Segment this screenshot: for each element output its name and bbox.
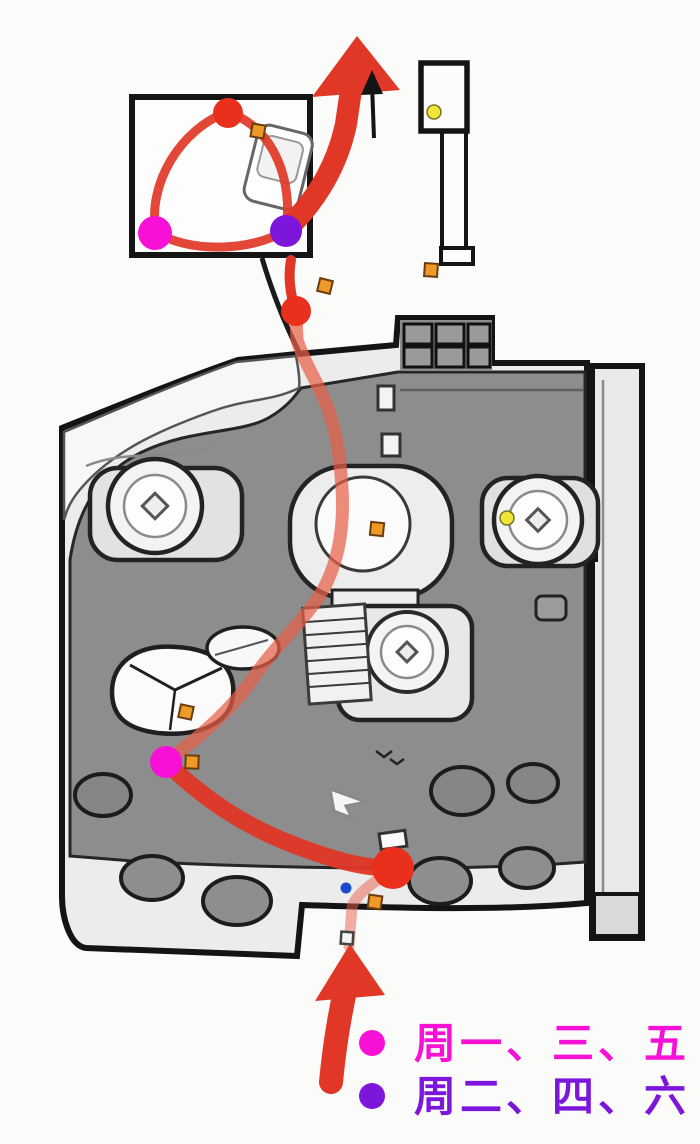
boulders <box>73 762 560 927</box>
black-arrow-head-icon <box>361 70 383 95</box>
seal-diamond-icon <box>140 491 170 521</box>
orange-box-marker-icon <box>315 276 335 296</box>
legend-magenta-dot-icon <box>359 1030 385 1056</box>
orange-box-marker-icon <box>368 520 386 538</box>
brick <box>402 322 434 346</box>
tent-seam <box>168 689 177 731</box>
boulder <box>119 854 185 902</box>
exit-arrow-shaft <box>277 79 362 239</box>
yellow-dot-icon <box>499 510 515 526</box>
boulder <box>498 846 556 890</box>
legend-label-mon-wed-fri: 周一、三、五 <box>414 1019 690 1068</box>
small-table <box>377 828 409 852</box>
paint-arrow-mark <box>328 786 372 821</box>
magenta-day-dot-icon <box>138 216 172 250</box>
cliff-band <box>62 354 301 521</box>
right-corridor-strip <box>578 363 645 941</box>
boulder <box>506 762 560 804</box>
route-faint-path <box>160 309 350 768</box>
legend-item: 周一、三、五 <box>359 1019 690 1068</box>
blue-dot-icon <box>340 882 352 894</box>
strip-bottom-block <box>592 892 642 938</box>
boulder <box>73 772 133 818</box>
white-box-marker-icon <box>339 930 355 946</box>
legend-label-tue-thu-sat: 周二、四、六 <box>414 1072 690 1121</box>
brick <box>402 345 434 369</box>
markers <box>138 98 515 946</box>
yellow-dot-icon <box>426 104 442 120</box>
exit-arrow-head-icon <box>312 36 400 97</box>
stairs-body <box>301 602 373 706</box>
structure-foot <box>439 246 475 266</box>
orange-box-marker-icon <box>422 261 440 279</box>
brick <box>434 322 466 346</box>
tent-structure <box>109 625 281 736</box>
legend: 周一、三、五 周二、四、六 <box>359 1019 690 1121</box>
entry-arrow-head-icon <box>315 944 385 1001</box>
brick <box>434 345 466 369</box>
magenta-day-dot-icon <box>150 746 182 778</box>
strip-body <box>589 363 645 941</box>
seal-diamond-icon <box>394 639 420 665</box>
orange-box-marker-icon <box>177 703 195 721</box>
small-block <box>534 594 568 622</box>
brick <box>466 322 492 346</box>
brick-blocks <box>400 320 492 370</box>
structure-top-box <box>418 60 470 134</box>
red-waypoint-dot-icon <box>281 296 311 326</box>
red-waypoint-dot-icon <box>213 98 243 128</box>
orange-box-marker-icon <box>249 122 267 140</box>
legend-item: 周二、四、六 <box>359 1072 690 1121</box>
boulder <box>407 856 473 906</box>
top-right-structure <box>418 60 475 266</box>
legend-purple-dot-icon <box>359 1083 385 1109</box>
cliff-squiggle <box>85 444 215 468</box>
orange-box-marker-icon <box>184 754 200 770</box>
left-seal-platform <box>87 456 245 563</box>
route-bright-segment <box>158 754 400 877</box>
red-waypoint-dot-icon <box>372 847 414 889</box>
pillar <box>376 384 396 412</box>
orange-box-marker-icon <box>366 893 384 911</box>
brick <box>466 345 492 369</box>
pillar <box>380 432 402 458</box>
bird-marks <box>375 750 405 766</box>
table-top <box>377 828 409 852</box>
stairs <box>301 602 373 706</box>
rock-line <box>214 639 269 656</box>
right-seal-platform <box>479 473 601 569</box>
purple-day-dot-icon <box>270 215 302 247</box>
boulder <box>429 765 495 817</box>
seal-diamond-icon <box>524 506 552 534</box>
route-room-loop <box>150 107 293 252</box>
boulder <box>201 875 273 927</box>
